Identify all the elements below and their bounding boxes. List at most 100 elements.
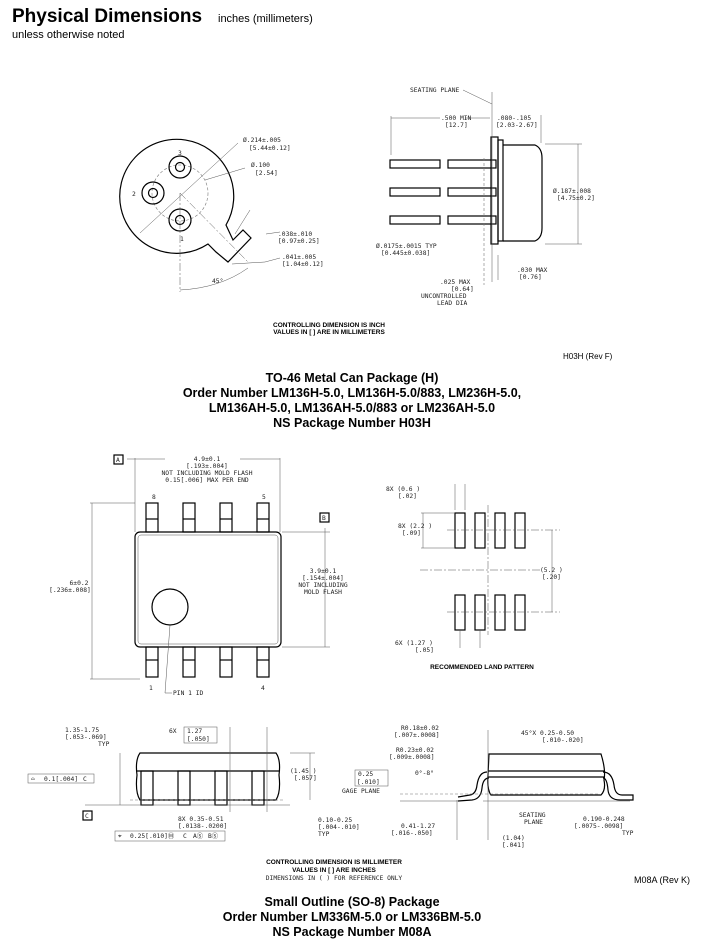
to46-caption-title: TO-46 Metal Can Package (H) <box>265 371 439 385</box>
side-pitch-count: 6X <box>169 728 177 735</box>
dim-flange-mm: [0.76] <box>519 274 542 281</box>
gage-value: 0.25 <box>358 771 373 778</box>
pin-label-5: 5 <box>262 494 266 501</box>
to46-caption-order2: LM136AH-5.0, LM136AH-5.0/883 or LM236AH-… <box>208 401 496 415</box>
dim-lead-length: .500 MIN <box>441 115 472 122</box>
to46-side-view: SEATING PLANE .500 MIN [12.7] .080-.105 … <box>376 87 595 307</box>
side-body-height: (1.45 ) <box>290 768 317 775</box>
land-span: (5.2 ) <box>540 567 563 574</box>
pin-label-2: 2 <box>132 191 136 198</box>
radius-outer: R0.18±0.02 <box>401 725 439 732</box>
side-height-typ: TYP <box>98 741 110 748</box>
side-height-in: [.053-.069] <box>65 734 107 741</box>
pin-label-3: 3 <box>178 150 182 157</box>
land-pad <box>514 594 526 631</box>
dim-tab-width-mm: [0.97±0.25] <box>278 238 320 245</box>
land-pad <box>474 594 486 631</box>
land-pad <box>474 512 486 549</box>
to46-top-view: 3 2 1 Ø.214±.005 [5.44±0.12] Ø.100 [2.54… <box>119 136 324 292</box>
dim-can-dia: Ø.187±.008 <box>553 187 591 195</box>
so8-values-note: VALUES IN [ ] ARE INCHES <box>292 867 376 874</box>
so8-pin <box>145 646 159 678</box>
chamfer-in: [.010-.020] <box>542 737 584 744</box>
dim-tab-length-mm: [1.04±0.12] <box>282 261 324 268</box>
dim-flange: .030 MAX <box>517 267 548 274</box>
so8-top-view: A B 8 5 1 4 PIN 1 ID 4.9±0.1 [.193±.004]… <box>49 454 348 697</box>
so8-pin <box>182 646 196 678</box>
side-lead-width: 8X 0.35-0.51 <box>178 816 224 823</box>
land-pad <box>494 594 506 631</box>
pin1-id-label: PIN 1 ID <box>173 690 204 697</box>
side-standoff-typ: TYP <box>318 831 330 838</box>
so8-lead-detail: R0.18±0.02 [.007±.0008] R0.23±0.02 [.009… <box>342 725 634 849</box>
coplanarity-value: 0.1[.004] <box>44 776 78 783</box>
side-pitch: 1.27 <box>187 728 202 735</box>
land-span-in: [.20] <box>542 574 561 581</box>
position-datum-b: BⓈ <box>208 832 219 840</box>
dim-length-note2: 0.15[.006] MAX PER END <box>165 477 249 484</box>
side-pitch-in: [.050] <box>187 736 210 743</box>
dim-angle: 45° <box>212 277 223 285</box>
to46-revision: H03H (Rev F) <box>563 352 613 361</box>
dim-uncontrolled-note2: LEAD DIA <box>437 300 468 307</box>
dim-length-in: [.193±.004] <box>186 463 228 470</box>
dim-tab-width: .038±.010 <box>278 231 312 238</box>
to46-caption-package: NS Package Number H03H <box>273 416 431 430</box>
side-standoff: 0.10-0.25 <box>318 817 352 824</box>
dim-uncontrolled: .025 MAX <box>440 279 471 286</box>
dim-tab-length: .041±.005 <box>282 254 316 261</box>
dim-lead-dia-mm: [0.445±0.038] <box>381 250 430 257</box>
lead-thickness: 0.190-0.248 <box>583 816 625 823</box>
dim-height: .080-.105 <box>497 115 531 122</box>
gage-plane-label: GAGE PLANE <box>342 788 380 795</box>
land-pitch: 6X (1.27 ) <box>395 640 433 647</box>
seating-label: SEATING <box>519 812 546 819</box>
radius-inner: R0.23±0.02 <box>396 747 434 754</box>
chamfer: 45°X 0.25-0.50 <box>521 729 574 737</box>
side-lead-width-in: [.0138-.0200] <box>178 823 227 830</box>
page-title: Physical Dimensions <box>12 6 203 27</box>
dim-length: 4.9±0.1 <box>194 456 221 463</box>
so8-pin <box>182 502 196 533</box>
coplanarity-datum: C <box>83 776 87 783</box>
to46-caption-order: Order Number LM136H-5.0, LM136H-5.0/883,… <box>182 386 522 400</box>
land-pad-length: 8X (2.2 ) <box>398 523 432 530</box>
dim-pin-circle: Ø.100 <box>251 161 270 169</box>
datum-a: A <box>116 457 120 464</box>
land-pitch-in: [.05] <box>415 647 434 654</box>
so8-caption-package: NS Package Number M08A <box>272 925 432 939</box>
dim-uncontrolled-mm: [0.64] <box>451 286 474 293</box>
dim-body-dia-mm: [5.44±0.12] <box>249 145 291 152</box>
dim-width-note2: MOLD FLASH <box>304 589 342 596</box>
side-body-height-in: [.057] <box>294 775 317 782</box>
dim-can-dia-mm: [4.75±0.2] <box>557 195 595 202</box>
to46-controlling-dim: CONTROLLING DIMENSION IS INCH <box>273 322 385 329</box>
pin-label-4: 4 <box>261 685 265 692</box>
foot-length-in: [.016-.050] <box>391 830 433 837</box>
so8-reference-note: DIMENSIONS IN ( ) FOR REFERENCE ONLY <box>266 875 403 882</box>
foot-ref-in: [.041] <box>502 842 525 849</box>
to46-values-note: VALUES IN [ ] ARE IN MILLIMETERS <box>273 329 385 336</box>
dim-width-note: NOT INCLUDING <box>298 582 347 589</box>
so8-pin <box>219 646 233 678</box>
radius-outer-in: [.007±.0008] <box>394 732 440 739</box>
dim-lead-dia: Ø.0175±.0015 TYP <box>376 242 437 250</box>
units-note: inches (millimeters) <box>218 13 313 25</box>
so8-side-view: 1.35-1.75 [.053-.069] TYP 6X 1.27 [.050]… <box>27 726 360 842</box>
so8-caption-order: Order Number LM336M-5.0 or LM336BM-5.0 <box>222 910 482 924</box>
dim-overall: 6±0.2 <box>70 580 89 587</box>
land-pattern-title: RECOMMENDED LAND PATTERN <box>430 664 534 671</box>
pin-label-8: 8 <box>152 494 156 501</box>
so8-pin <box>219 502 233 533</box>
so8-pin <box>256 646 270 678</box>
land-pad-length-in: [.09] <box>402 530 421 537</box>
lead-thickness-in: [.0075-.0098] <box>574 823 623 830</box>
dim-height-mm: [2.03-2.67] <box>496 122 538 129</box>
so8-pin <box>256 502 270 533</box>
so8-pin <box>145 502 159 533</box>
so8-caption-title: Small Outline (SO-8) Package <box>264 895 440 909</box>
dim-uncontrolled-note: UNCONTROLLED <box>421 293 467 300</box>
pin-label-1: 1 <box>149 685 153 692</box>
seating-plane-label: SEATING PLANE <box>410 87 459 94</box>
